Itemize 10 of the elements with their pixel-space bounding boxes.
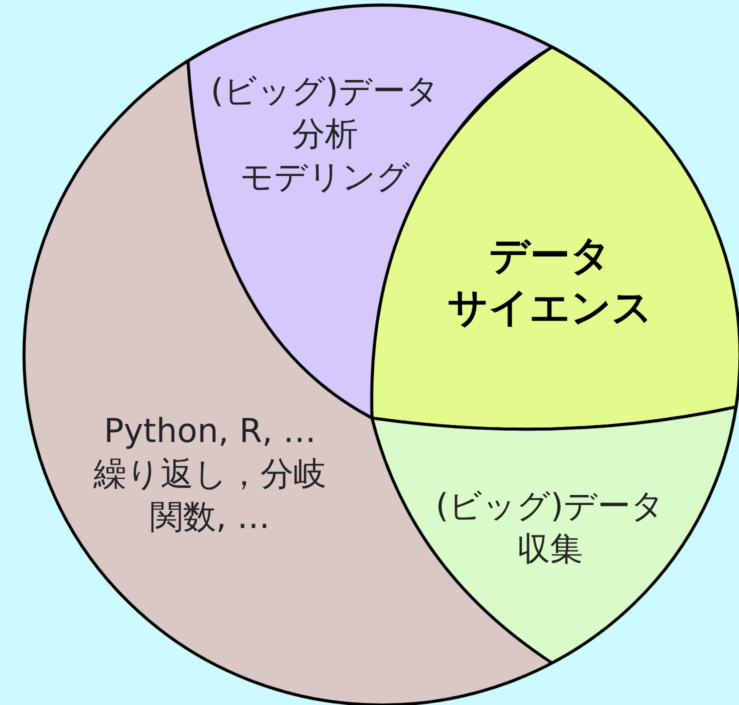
region-label: (ビッグ)データ xyxy=(210,70,440,112)
region-label: 収集 xyxy=(517,528,583,570)
region-label: 分析 xyxy=(292,112,358,155)
region-label: サイエンス xyxy=(448,284,652,333)
region-label: 関数, … xyxy=(150,496,270,538)
region-label: データ xyxy=(489,232,611,281)
region-label: Python, R, … xyxy=(104,410,316,452)
region-label: モデリング xyxy=(240,156,410,198)
region-label: 繰り返し，分岐 xyxy=(94,452,326,495)
region-label: (ビッグ)データ xyxy=(436,485,664,527)
